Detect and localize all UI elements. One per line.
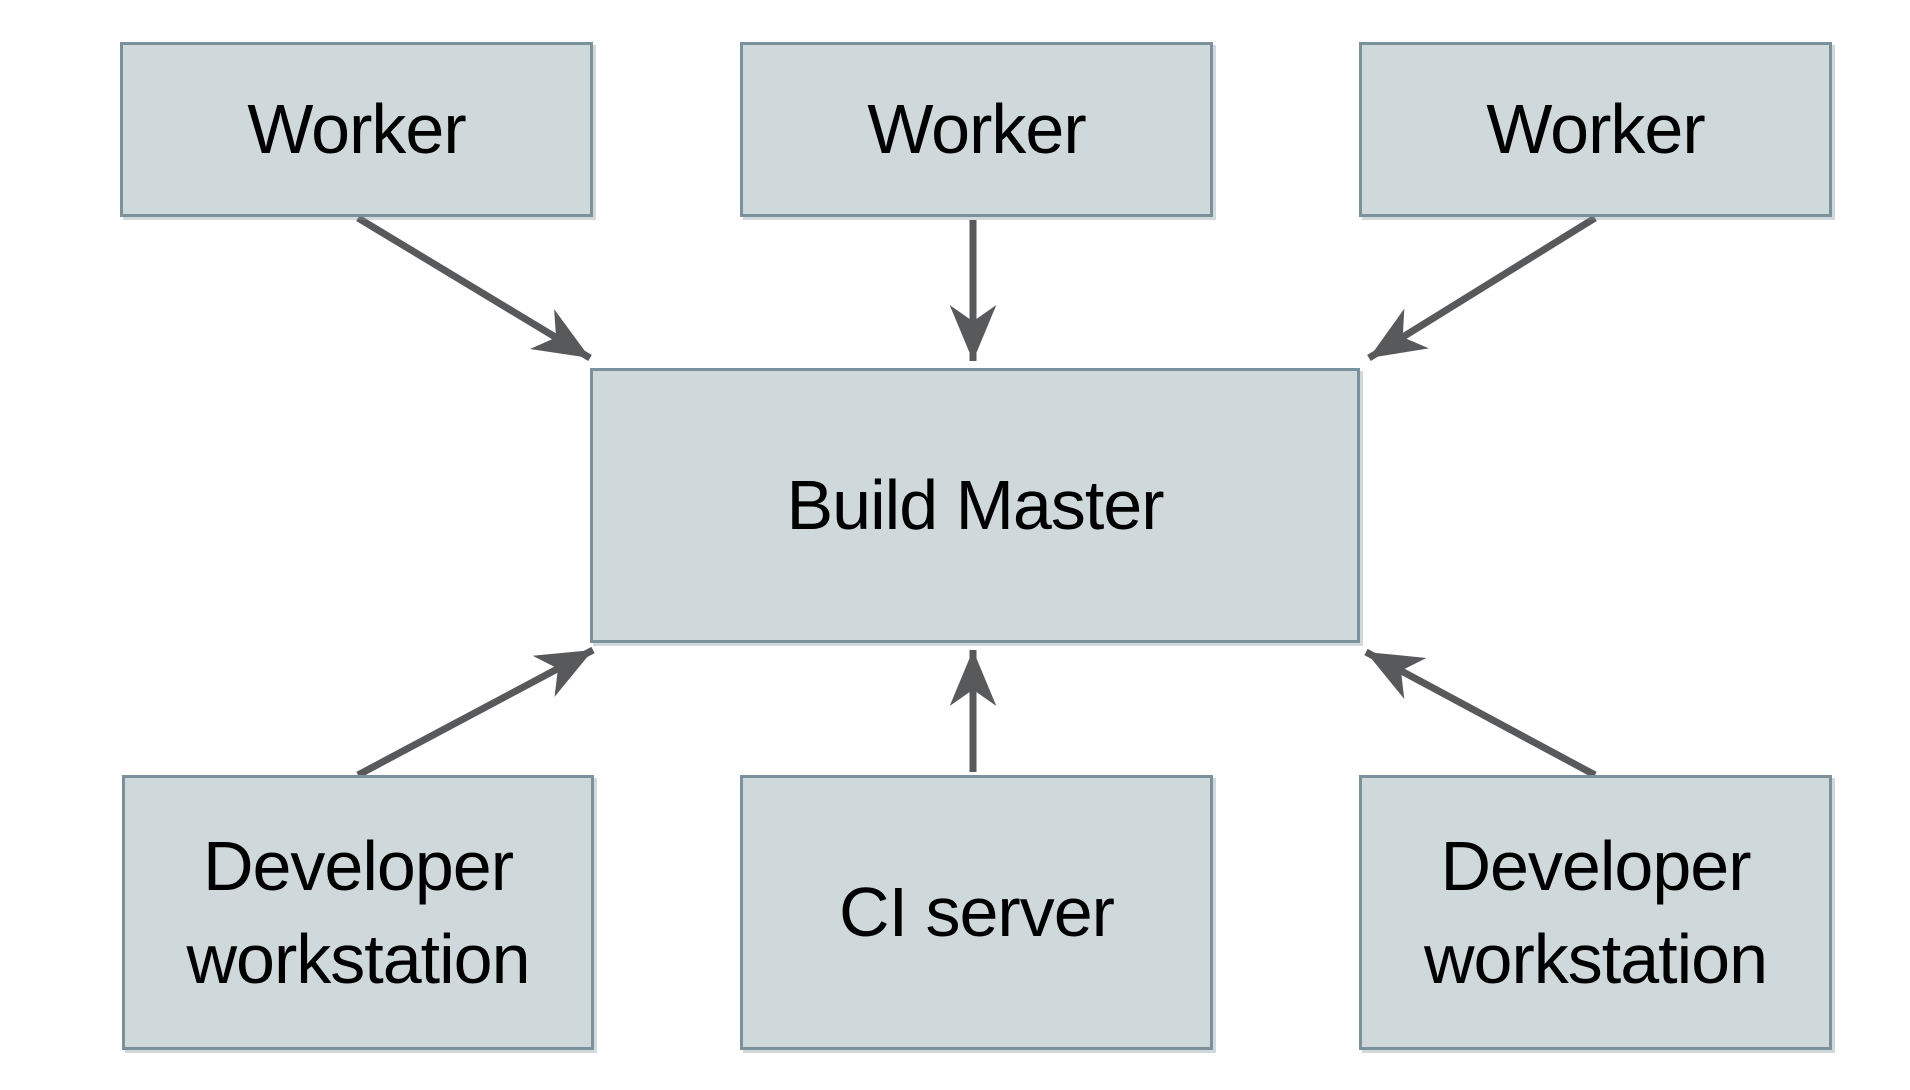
node-developer-workstation-right: Developer workstation xyxy=(1359,775,1832,1050)
arrow-developer-workstation-left-to-build-master xyxy=(356,646,595,779)
node-worker-top-left: Worker xyxy=(120,42,593,217)
arrow-worker-right-to-build-master xyxy=(1367,215,1597,361)
node-label: Developer workstation xyxy=(186,827,530,998)
node-ci-server: CI server xyxy=(740,775,1213,1050)
node-label: Build Master xyxy=(786,466,1164,545)
arrow-worker-left-to-build-master xyxy=(356,215,592,361)
node-label: Worker xyxy=(867,90,1086,169)
arrow-developer-workstation-right-to-build-master xyxy=(1364,648,1597,779)
node-build-master: Build Master xyxy=(590,368,1360,643)
node-worker-top-right: Worker xyxy=(1359,42,1832,217)
node-worker-top-middle: Worker xyxy=(740,42,1213,217)
node-developer-workstation-left: Developer workstation xyxy=(122,775,594,1050)
node-label: Developer workstation xyxy=(1423,827,1768,998)
node-label: Worker xyxy=(1486,90,1705,169)
node-label: Worker xyxy=(247,90,466,169)
node-label: CI server xyxy=(839,873,1115,952)
